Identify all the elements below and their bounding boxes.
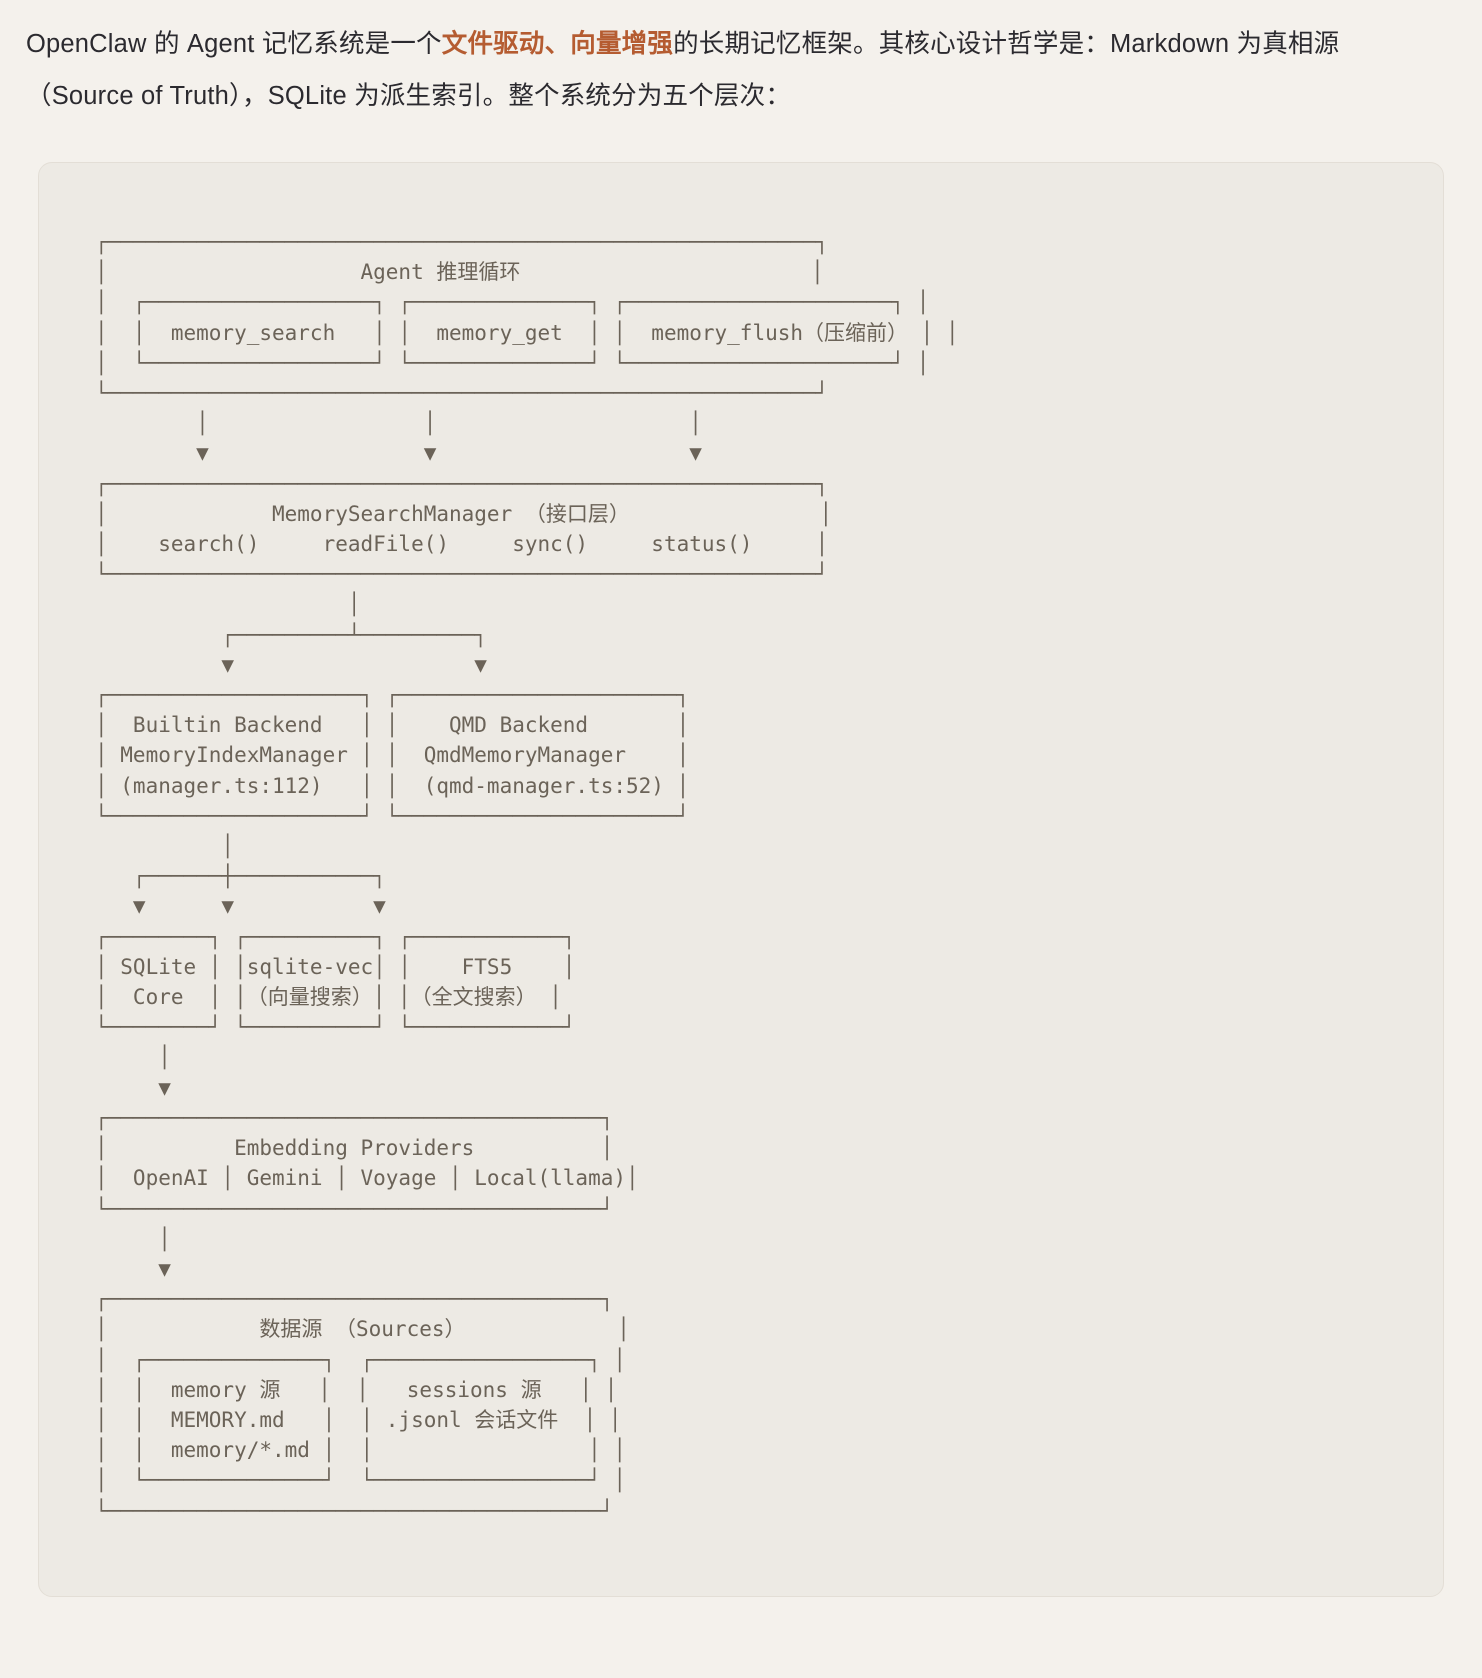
diagram-card: ┌───────────────────────────────────────… (38, 162, 1444, 1597)
intro-segment-plain-2: 的长期记忆框架。其核心设计哲学是：Markdown 为真相源（Source of… (26, 30, 1340, 110)
intro-segment-highlight: 文件驱动、向量增强 (441, 30, 674, 58)
page-root: OpenClaw 的 Agent 记忆系统是一个文件驱动、向量增强的长期记忆框架… (26, 18, 1444, 1597)
intro-paragraph: OpenClaw 的 Agent 记忆系统是一个文件驱动、向量增强的长期记忆框架… (26, 18, 1426, 122)
architecture-ascii-diagram: ┌───────────────────────────────────────… (95, 230, 959, 1523)
intro-segment-plain-1: OpenClaw 的 Agent 记忆系统是一个 (26, 30, 442, 58)
